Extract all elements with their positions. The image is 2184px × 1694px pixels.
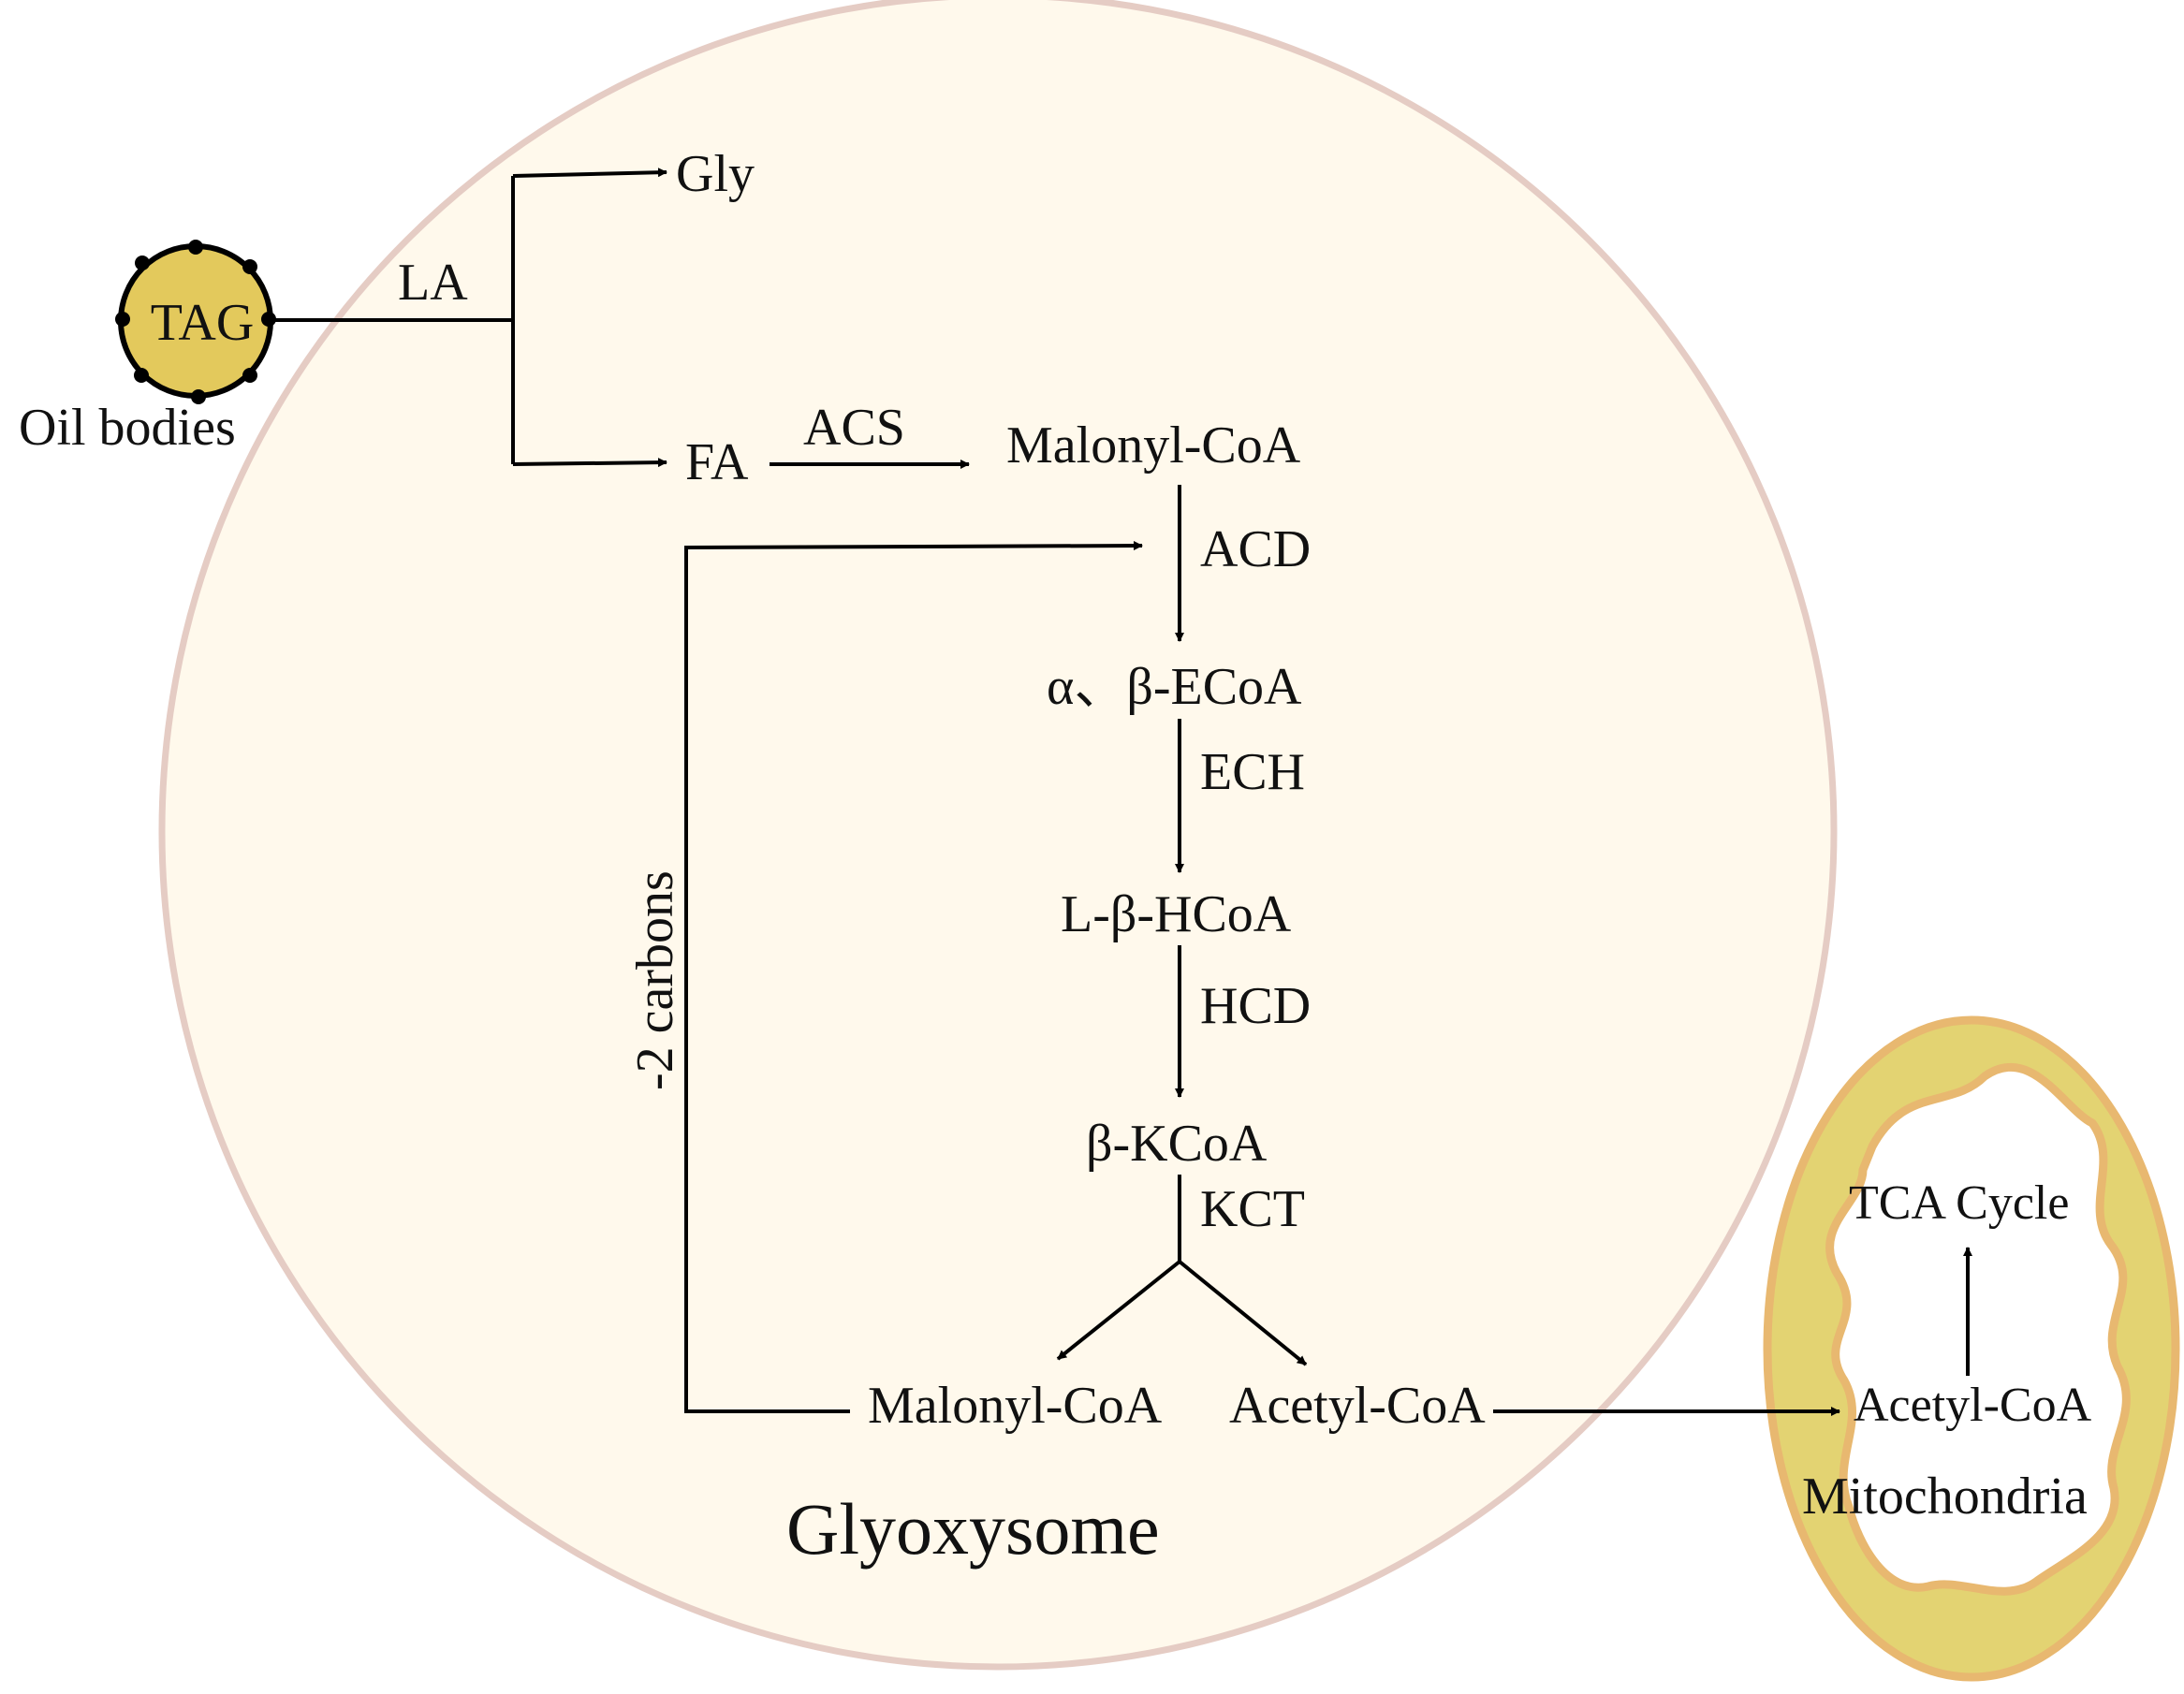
oil-body-surface-dots (115, 240, 276, 404)
acetyl-coa-glyoxysome-node: Acetyl-CoA (1229, 1377, 1486, 1435)
b-kcoa-node: β-KCoA (1086, 1115, 1268, 1173)
acs-label: ACS (803, 399, 905, 457)
minus-two-carbons-label: -2 carbons (626, 870, 684, 1090)
acd-label: ACD (1200, 520, 1311, 578)
kct-label: KCT (1200, 1180, 1305, 1238)
kct-arrow-right (1178, 1260, 1308, 1366)
mitochondria-label: Mitochondria (1802, 1468, 2088, 1526)
tca-cycle-node: TCA Cycle (1849, 1176, 2069, 1230)
arrow-to-fa (512, 458, 667, 468)
hcd-label: HCD (1200, 977, 1311, 1035)
fa-node: FA (685, 433, 749, 491)
la-label: LA (398, 254, 468, 312)
arrow-to-gly (512, 168, 667, 178)
tag-label: TAG (151, 294, 255, 352)
gly-node: Gly (676, 145, 755, 203)
oil-bodies-caption: Oil bodies (19, 399, 236, 457)
ech-label: ECH (1200, 743, 1305, 801)
malonyl-coa-bottom-node: Malonyl-CoA (868, 1377, 1163, 1435)
l-b-hcoa-node: L-β-HCoA (1061, 885, 1292, 943)
glyoxysome-compartment (158, 0, 1838, 1671)
malonyl-coa-top-node: Malonyl-CoA (1006, 416, 1301, 475)
ab-ecoa-node: α、β-ECoA (1047, 658, 1302, 716)
acetyl-coa-mitochondria-node: Acetyl-CoA (1854, 1379, 2092, 1432)
minus-two-carbons-loop (684, 541, 1143, 1413)
glyoxysome-label: Glyoxysome (786, 1488, 1160, 1570)
kct-arrow-left (1056, 1260, 1181, 1361)
mitochondria-inner-membrane (1825, 1062, 2131, 1596)
